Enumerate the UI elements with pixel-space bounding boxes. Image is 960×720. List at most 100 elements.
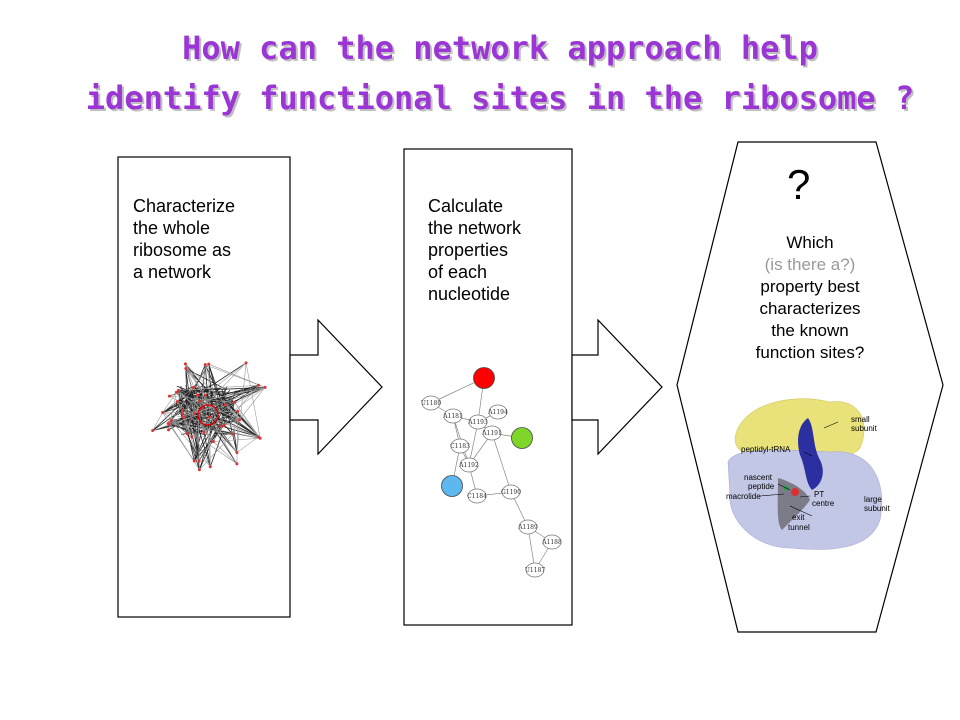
network-edge <box>194 387 266 414</box>
network-edge <box>204 364 225 426</box>
nucleotide-node <box>468 414 488 430</box>
nucleotide-label: A1192 <box>458 462 479 469</box>
network-edge <box>197 394 200 470</box>
network-node <box>257 383 261 387</box>
network-node <box>197 468 201 472</box>
network-edge <box>176 385 226 406</box>
network-edge <box>194 384 259 414</box>
network-edge <box>162 387 194 413</box>
network-edge <box>239 387 266 421</box>
step1-line: Characterize <box>133 196 236 216</box>
network-node <box>167 422 171 426</box>
network-edge <box>221 384 259 396</box>
network-edge <box>199 410 211 467</box>
step1-line: a network <box>133 262 212 282</box>
label-peptide: peptide <box>748 482 775 491</box>
arrow-2 <box>571 318 663 456</box>
network-edge <box>168 424 195 462</box>
network-highlight <box>197 404 219 426</box>
network-edge <box>203 387 266 433</box>
label-subunit-large: subunit <box>864 504 891 513</box>
network-node <box>174 390 178 394</box>
step3-hexagon <box>676 141 944 633</box>
nucleotide-node <box>467 488 487 504</box>
network-edge <box>169 387 194 397</box>
network-node <box>224 403 228 407</box>
nucleotide-label: A1189 <box>517 524 538 531</box>
network-edge <box>177 401 214 442</box>
network-edge <box>162 397 214 413</box>
network-edge <box>234 401 259 438</box>
network-edge <box>191 416 210 438</box>
nucleotide-label: A1188 <box>541 539 562 546</box>
network-node <box>182 415 186 419</box>
nucleotide-label: A1181 <box>442 413 463 420</box>
label-peptidyl-trna: peptidyl-tRNA <box>741 445 791 454</box>
title-line-1: How can the network approach help <box>182 29 818 67</box>
network-node <box>196 393 200 397</box>
nucleotide-node <box>525 562 545 578</box>
network-node <box>219 424 223 428</box>
network-node <box>203 393 207 397</box>
network-edge <box>183 417 200 462</box>
nucleotide-label: G1190 <box>501 489 521 496</box>
network-edge <box>205 364 266 388</box>
step1-line: the whole <box>133 218 211 238</box>
network-edge <box>152 400 185 431</box>
network-node <box>167 394 171 398</box>
network-node <box>207 362 211 366</box>
network-edge <box>199 401 205 433</box>
network-edge <box>162 412 238 465</box>
nucleotide-node <box>450 438 470 454</box>
nucleotide-label: U1187 <box>525 567 546 574</box>
network-edge <box>194 441 214 462</box>
ribosome-image: small subunit peptidyl-tRNA nascent pept… <box>726 398 891 550</box>
network-edge <box>168 423 233 435</box>
label-nascent: nascent <box>744 473 773 482</box>
highlighted-nucleotide <box>441 475 463 497</box>
question-mark: ? <box>787 161 811 208</box>
network-node <box>208 465 212 469</box>
network-node <box>181 412 185 416</box>
label-tunnel: tunnel <box>788 523 810 532</box>
step1-description: Characterize the whole ribosome as a net… <box>133 195 235 283</box>
step3-line-muted: (is there a?) <box>764 255 856 274</box>
network-edge <box>152 401 235 431</box>
network-edge <box>236 436 259 453</box>
network-edge <box>162 411 238 413</box>
network-edge <box>171 420 214 442</box>
network-node <box>192 412 196 416</box>
nucleotide-node <box>518 519 538 535</box>
highlighted-nucleotide <box>511 427 533 449</box>
network-edge <box>201 364 206 409</box>
step3-line: the known <box>771 321 849 340</box>
network-node <box>232 400 236 404</box>
network-node <box>197 459 201 463</box>
network-edge <box>162 392 177 413</box>
network-node <box>185 432 189 436</box>
network-edge <box>181 421 200 462</box>
network-edge <box>182 394 198 415</box>
network-edge <box>167 408 202 424</box>
nucleotide-node <box>488 404 508 420</box>
title-line-2: identify functional sites in the ribosom… <box>85 79 915 117</box>
network-node <box>191 386 195 390</box>
nucleotide-label: A1191 <box>481 430 502 437</box>
network-edge <box>198 430 217 462</box>
step2-description: Calculate the network properties of each… <box>428 195 521 305</box>
network-edge <box>213 441 238 465</box>
network-edge <box>168 363 209 425</box>
step3-line: characterizes <box>759 299 861 318</box>
network-edge <box>178 384 259 391</box>
network-node <box>237 418 241 422</box>
network-edge <box>185 368 227 391</box>
nucleotide-node <box>501 484 521 500</box>
network-edge <box>152 412 163 431</box>
nucleotide-label: C1184 <box>467 493 487 500</box>
network-node <box>263 385 267 389</box>
network-edge <box>176 392 214 442</box>
network-node <box>190 435 194 439</box>
network-node <box>203 363 207 367</box>
network-edge <box>169 395 235 403</box>
network-edge <box>170 420 211 467</box>
